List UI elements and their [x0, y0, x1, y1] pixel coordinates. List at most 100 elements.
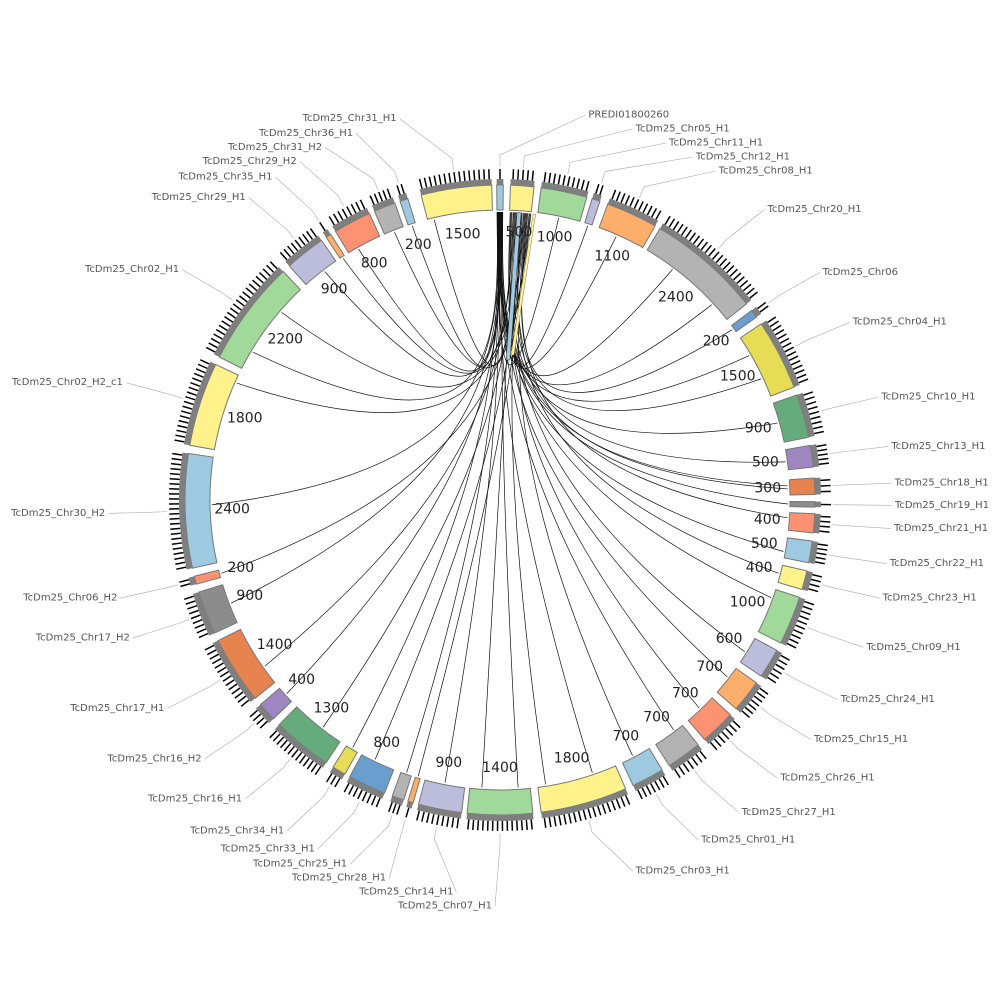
tick-mark: [717, 734, 726, 744]
segment: [777, 564, 823, 593]
tick-mark: [722, 261, 731, 270]
link: [374, 213, 526, 760]
segment-axis: [419, 179, 492, 196]
tick-mark: [563, 814, 567, 825]
tick-mark: [341, 208, 348, 219]
tick-mark: [543, 817, 547, 828]
segment-band: [391, 771, 412, 801]
tick-mark: [178, 419, 189, 424]
tick-mark: [815, 556, 826, 560]
label-leader: [388, 819, 406, 879]
tick-mark: [187, 604, 198, 610]
tick-mark: [441, 815, 445, 826]
tick-mark: [276, 736, 285, 745]
segment-label: TcDm25_Chr13_H1: [890, 441, 985, 452]
tick-label: 900: [321, 282, 348, 298]
segment-label: TcDm25_Chr02_H1: [84, 264, 179, 275]
segment-band: [373, 202, 404, 235]
segment-label: TcDm25_Chr24_H1: [840, 694, 935, 705]
tick-mark: [357, 789, 363, 800]
segment: [496, 169, 504, 211]
tick-mark: [814, 561, 825, 565]
tick-mark: [615, 798, 621, 809]
tick-mark: [252, 713, 262, 722]
segment: [369, 188, 404, 235]
segment-axis: [802, 570, 813, 592]
tick-mark: [169, 477, 180, 481]
tick-mark: [472, 819, 475, 830]
segment-label: TcDm25_Chr31_H2: [227, 142, 322, 153]
tick-label: 1400: [257, 637, 293, 653]
tick-mark: [463, 170, 466, 181]
tick-mark: [456, 818, 460, 829]
tick-mark: [802, 605, 813, 611]
tick-mark: [744, 706, 754, 715]
tick-mark: [272, 733, 281, 742]
segment-band: [259, 687, 293, 720]
tick-mark: [478, 169, 481, 180]
segment-band: [598, 203, 656, 249]
tick-label: 2200: [267, 332, 303, 348]
tick-label: 400: [754, 512, 781, 528]
tick-mark: [169, 517, 180, 520]
segment-label: TcDm25_Chr08_H1: [718, 166, 813, 177]
tick-mark: [620, 193, 626, 203]
tick-label: 200: [405, 237, 432, 253]
tick-mark: [646, 205, 653, 216]
segment-label: TcDm25_Chr11_H1: [668, 138, 763, 149]
label-leader: [730, 740, 778, 779]
tick-mark: [767, 676, 777, 684]
segment: [537, 765, 631, 828]
link: [517, 212, 779, 574]
segment-band: [466, 787, 534, 816]
segment-axis: [372, 197, 395, 212]
segment-band: [217, 628, 276, 699]
tick-mark: [188, 386, 199, 392]
segment: [687, 697, 741, 751]
tick-mark: [242, 291, 251, 299]
label-leader: [132, 619, 190, 639]
link-ribbon: [510, 213, 536, 356]
link: [500, 212, 788, 487]
segment-axis: [332, 207, 370, 232]
tick-mark: [451, 817, 455, 828]
label-leader: [181, 269, 234, 301]
tick-mark: [553, 816, 557, 827]
label-leader: [768, 272, 820, 304]
tick-label: 500: [506, 225, 533, 241]
tick-mark: [753, 695, 763, 703]
tick-mark: [467, 819, 470, 830]
segment-band: [687, 697, 732, 741]
tick-mark: [812, 573, 823, 578]
tick-mark: [302, 757, 310, 767]
tick-mark: [252, 279, 261, 288]
segment-axis: [212, 640, 256, 703]
tick-mark: [695, 753, 703, 763]
tick-label: 900: [236, 588, 263, 604]
tick-label: 200: [227, 560, 254, 576]
segment: [205, 261, 302, 370]
segment-label: TcDm25_Chr16_H1: [147, 794, 242, 805]
tick-mark: [171, 542, 182, 546]
segment-axis: [329, 767, 345, 780]
label-leader: [355, 133, 399, 183]
tick-mark: [807, 405, 818, 411]
tick-mark: [170, 527, 181, 530]
tick-mark: [624, 195, 631, 205]
tick-mark: [436, 814, 440, 826]
tick-mark: [798, 378, 809, 384]
tick-mark: [746, 287, 755, 296]
segment-axis: [659, 223, 752, 304]
tick-mark: [788, 355, 799, 362]
segment-band: [772, 394, 810, 443]
segment: [788, 477, 831, 496]
segment-band: [655, 724, 699, 767]
segment: [584, 183, 604, 226]
segment-axis: [761, 320, 800, 388]
link: [518, 213, 633, 756]
tick-mark: [688, 232, 697, 242]
segment: [174, 359, 239, 451]
tick-mark: [728, 724, 738, 733]
tick-mark: [290, 242, 299, 252]
tick-mark: [568, 813, 572, 824]
